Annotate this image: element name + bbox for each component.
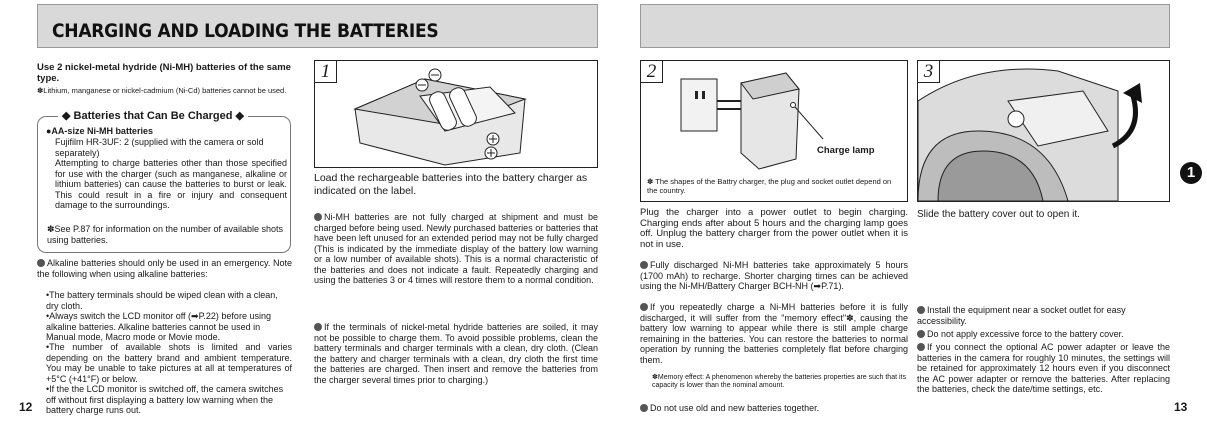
alkaline-intro-text: Alkaline batteries should only be used i… xyxy=(37,258,292,279)
step2-text: Plug the charger into a power outlet to … xyxy=(640,207,908,250)
step2-note-2-text: If you repeatedly charge a Ni-MH batteri… xyxy=(640,302,908,365)
intro-heading: Use 2 nickel-metal hydride (Ni-MH) batte… xyxy=(37,62,291,84)
page-number-right: 13 xyxy=(1174,400,1188,414)
alkaline-intro: Alkaline batteries should only be used i… xyxy=(37,258,292,279)
step-number-2: 2 xyxy=(641,61,663,83)
step2-note-2: If you repeatedly charge a Ni-MH batteri… xyxy=(640,302,908,365)
alkaline-item-4: •If the the LCD monitor is switched off,… xyxy=(46,384,284,415)
step3-text: Slide the battery cover out to open it. xyxy=(917,209,1080,220)
memory-effect-note: ✽Memory effect: A phenomenon whereby the… xyxy=(652,374,906,389)
step-number-1: 1 xyxy=(315,61,337,83)
step1-note-2-text: If the terminals of nickel-metal hydride… xyxy=(314,322,598,385)
step3-note-3: If you connect the optional AC power ada… xyxy=(917,342,1170,395)
box-item-title: ●AA-size Ni-MH batteries xyxy=(46,126,153,136)
step2-note-1-text: Fully discharged Ni-MH batteries take ap… xyxy=(640,260,908,291)
note-icon xyxy=(37,259,45,267)
step2-figure-note: ✽ The shapes of the Battry charger, the … xyxy=(647,177,892,195)
step3-note-1-text: Install the equipment near a socket outl… xyxy=(917,305,1126,326)
alkaline-item-3: •The number of available shots is limite… xyxy=(46,342,292,384)
chapter-badge: 1 xyxy=(1180,162,1202,184)
step3-note-1: Install the equipment near a socket outl… xyxy=(917,305,1170,326)
charge-lamp-label: Charge lamp xyxy=(817,145,875,156)
step1-note-2: If the terminals of nickel-metal hydride… xyxy=(314,322,598,385)
page-title: CHARGING AND LOADING THE BATTERIES xyxy=(52,20,439,42)
step3-note-3-text: If you connect the optional AC power ada… xyxy=(917,342,1170,394)
step1-figure: 1 xyxy=(314,60,598,168)
step2-note-3-text: Do not use old and new batteries togethe… xyxy=(650,403,820,413)
alkaline-item-1: •The battery terminals should be wiped c… xyxy=(46,290,278,311)
note-icon xyxy=(917,343,925,351)
note-icon xyxy=(640,303,648,311)
step1-note-1-text: Ni-MH batteries are not fully charged at… xyxy=(314,212,598,285)
note-icon xyxy=(640,404,648,412)
battery-charger-illustration xyxy=(353,68,527,166)
box-see-note: ✽See P.87 for information on the number … xyxy=(47,224,284,245)
right-page-header xyxy=(640,4,1170,48)
box-item-text: Fujifilm HR-3UF: 2 (supplied with the ca… xyxy=(55,137,264,158)
step1-note-1: Ni-MH batteries are not fully charged at… xyxy=(314,212,598,286)
intro-note: ✽Lithium, manganese or nickel-cadmium (N… xyxy=(37,86,287,95)
note-icon xyxy=(314,213,322,221)
step2-note-3: Do not use old and new batteries togethe… xyxy=(640,403,908,414)
step3-figure: 3 xyxy=(917,60,1170,202)
box-title: ◆ Batteries that Can Be Charged ◆ xyxy=(58,110,248,123)
step-number-3: 3 xyxy=(918,61,940,83)
step3-note-2-text: Do not apply excessive force to the batt… xyxy=(927,329,1124,339)
box-warning: Attempting to charge batteries other tha… xyxy=(55,158,287,210)
alkaline-item-2: •Always switch the LCD monitor off (➡P.2… xyxy=(46,311,271,342)
note-icon xyxy=(314,323,322,331)
step3-note-2: Do not apply excessive force to the batt… xyxy=(917,329,1170,340)
step2-figure: 2 Charge lamp ✽ The shapes of the Battry… xyxy=(640,60,908,202)
charger-plug-illustration xyxy=(680,72,824,170)
note-icon xyxy=(640,261,648,269)
battery-cover-illustration xyxy=(918,68,1142,201)
note-icon xyxy=(917,306,925,314)
step2-note-1: Fully discharged Ni-MH batteries take ap… xyxy=(640,260,908,292)
left-page-header: CHARGING AND LOADING THE BATTERIES xyxy=(37,4,598,48)
page-number-left: 12 xyxy=(19,400,33,414)
step1-text: Load the rechargeable batteries into the… xyxy=(314,172,588,197)
note-icon xyxy=(917,330,925,338)
